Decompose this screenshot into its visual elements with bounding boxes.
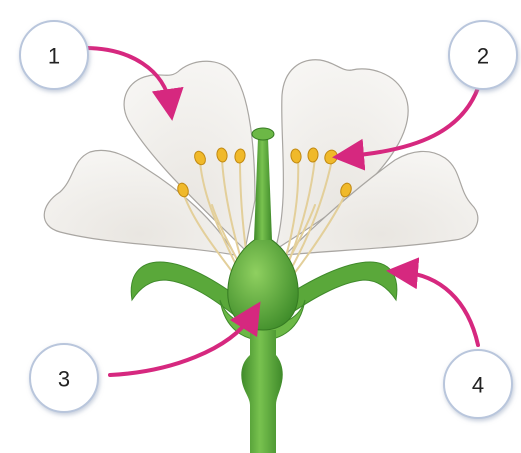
stem: [241, 330, 282, 453]
callout-3: 3: [30, 344, 98, 412]
callout-label: 4: [472, 373, 484, 398]
style: [254, 138, 272, 240]
stigma: [252, 128, 274, 140]
callout-label: 1: [48, 44, 60, 69]
callout-2: 2: [449, 21, 517, 89]
callout-1: 1: [20, 21, 88, 89]
sepal-left: [131, 262, 242, 318]
callout-label: 3: [58, 367, 70, 392]
callout-4: 4: [444, 350, 512, 418]
callout-label: 2: [477, 44, 489, 69]
arrow-4: [402, 272, 478, 345]
